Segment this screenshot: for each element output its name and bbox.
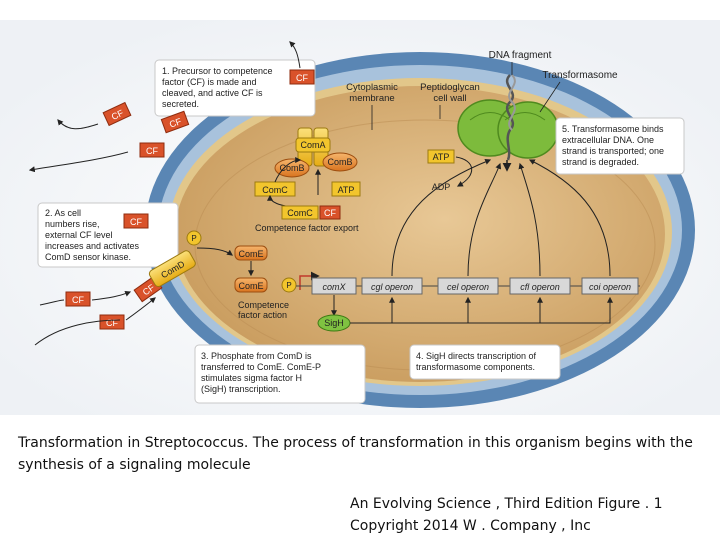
come-protein: ComE: [234, 245, 268, 261]
svg-text:ComA: ComA: [300, 140, 325, 150]
svg-text:ComE: ComE: [238, 249, 263, 259]
operon-cgl: cgl operon: [361, 277, 423, 295]
svg-text:CF: CF: [106, 318, 118, 328]
svg-text:strand is transported; one: strand is transported; one: [562, 146, 664, 156]
transformation-figure: DNA fragment Transformasome Cytoplasmic …: [0, 20, 720, 415]
svg-text:secreted.: secreted.: [162, 99, 199, 109]
cytoplasmic-label-1: Cytoplasmic: [346, 82, 398, 93]
svg-text:P: P: [191, 234, 196, 243]
cf-molecule: CF: [99, 314, 125, 330]
svg-text:cfl operon: cfl operon: [520, 282, 560, 292]
atp-label: ATP: [331, 181, 361, 197]
svg-text:CF: CF: [130, 217, 142, 227]
svg-text:2. As cell: 2. As cell: [45, 208, 81, 218]
adp-label: ADP: [432, 182, 451, 192]
svg-text:factor (CF) is made and: factor (CF) is made and: [162, 77, 257, 87]
step-1-box: 1. Precursor to competence factor (CF) i…: [154, 59, 316, 117]
svg-text:coi operon: coi operon: [589, 282, 631, 292]
credit-line-1: An Evolving Science , Third Edition Figu…: [350, 496, 663, 512]
svg-text:ComE: ComE: [238, 281, 263, 291]
svg-text:CF: CF: [296, 73, 308, 83]
svg-text:3. Phosphate from ComD is: 3. Phosphate from ComD is: [201, 351, 312, 361]
dna-fragment-label: DNA fragment: [489, 50, 552, 61]
cf-molecule: CF: [123, 213, 149, 229]
svg-text:CF: CF: [110, 108, 126, 122]
transformasome: [457, 99, 559, 159]
cf-molecule: CF: [160, 110, 190, 134]
svg-text:transferred to ComE. ComE-P: transferred to ComE. ComE-P: [201, 362, 321, 372]
competence-factor-export-label: Competence factor export: [255, 223, 359, 233]
cf-molecule: CF: [102, 101, 132, 127]
comb-protein: ComB: [322, 152, 358, 172]
svg-text:CF: CF: [168, 116, 183, 130]
svg-text:ComD sensor kinase.: ComD sensor kinase.: [45, 252, 131, 262]
svg-text:transformasome components.: transformasome components.: [416, 362, 535, 372]
credit-line-2: Copyright 2014 W . Company , Inc: [350, 518, 591, 534]
dna-strand: [505, 74, 515, 161]
svg-text:cel operon: cel operon: [447, 282, 489, 292]
comd-sensor: ComD: [148, 250, 196, 287]
phosphate: P: [186, 230, 202, 246]
svg-text:5. Transformasome binds: 5. Transformasome binds: [562, 124, 664, 134]
competence-factor-action-1: Competence: [238, 300, 289, 310]
svg-text:1. Precursor to competence: 1. Precursor to competence: [162, 66, 273, 76]
step-4-box: 4. SigH directs transcription of transfo…: [409, 344, 561, 380]
svg-text:stimulates sigma factor H: stimulates sigma factor H: [201, 373, 302, 383]
sigh-protein: SigH: [317, 314, 351, 332]
svg-text:ComC: ComC: [287, 208, 313, 218]
svg-text:SigH: SigH: [324, 318, 344, 328]
come-p: ComE P: [234, 277, 297, 293]
step-5-box: 5. Transformasome binds extracellular DN…: [555, 117, 685, 175]
figure-caption: Transformation in Streptococcus. The pro…: [18, 435, 693, 473]
cf-molecule: CF: [289, 69, 315, 85]
svg-text:P: P: [286, 281, 291, 290]
transformasome-label: Transformasome: [542, 70, 618, 81]
comc-cf-export: ComC CF: [281, 205, 341, 220]
svg-text:ATP: ATP: [338, 185, 355, 195]
cf-molecule: CF: [139, 142, 165, 158]
cf-molecule: CF: [65, 291, 91, 307]
cytoplasmic-label-2: membrane: [349, 93, 394, 104]
svg-text:CF: CF: [72, 295, 84, 305]
svg-text:4. SigH directs transcription: 4. SigH directs transcription of: [416, 351, 537, 361]
svg-text:(SigH) transcription.: (SigH) transcription.: [201, 384, 281, 394]
svg-text:ComB: ComB: [279, 163, 304, 173]
svg-text:comX: comX: [322, 282, 346, 292]
svg-text:increases and activates: increases and activates: [45, 241, 140, 251]
svg-text:numbers rise,: numbers rise,: [45, 219, 100, 229]
svg-text:external CF level: external CF level: [45, 230, 113, 240]
peptidoglycan-label-2: cell wall: [433, 93, 466, 104]
competence-factor-action-2: factor action: [238, 310, 287, 320]
operon-cel: cel operon: [437, 277, 499, 295]
peptidoglycan-label-1: Peptidoglycan: [420, 82, 480, 93]
svg-text:ComB: ComB: [327, 157, 352, 167]
operon-coi: coi operon: [581, 277, 639, 295]
comb-protein: ComB: [274, 158, 310, 178]
operon-cfl: cfl operon: [509, 277, 571, 295]
comc-peptide: ComC: [254, 181, 296, 197]
svg-text:CF: CF: [324, 208, 336, 218]
svg-text:ComC: ComC: [262, 185, 288, 195]
svg-text:CF: CF: [146, 146, 158, 156]
svg-text:ATP: ATP: [433, 152, 450, 162]
atp-transformasome: ATP: [427, 149, 455, 164]
svg-text:cgl operon: cgl operon: [371, 282, 413, 292]
coma-transporter: ComA: [295, 127, 331, 167]
svg-text:strand is degraded.: strand is degraded.: [562, 157, 639, 167]
operon-comx: comX: [311, 277, 357, 295]
svg-text:extracellular DNA. One: extracellular DNA. One: [562, 135, 654, 145]
step-2-box: 2. As cell numbers rise, external CF lev…: [37, 202, 179, 268]
svg-text:cleaved, and active CF is: cleaved, and active CF is: [162, 88, 263, 98]
step-3-box: 3. Phosphate from ComD is transferred to…: [194, 344, 366, 404]
